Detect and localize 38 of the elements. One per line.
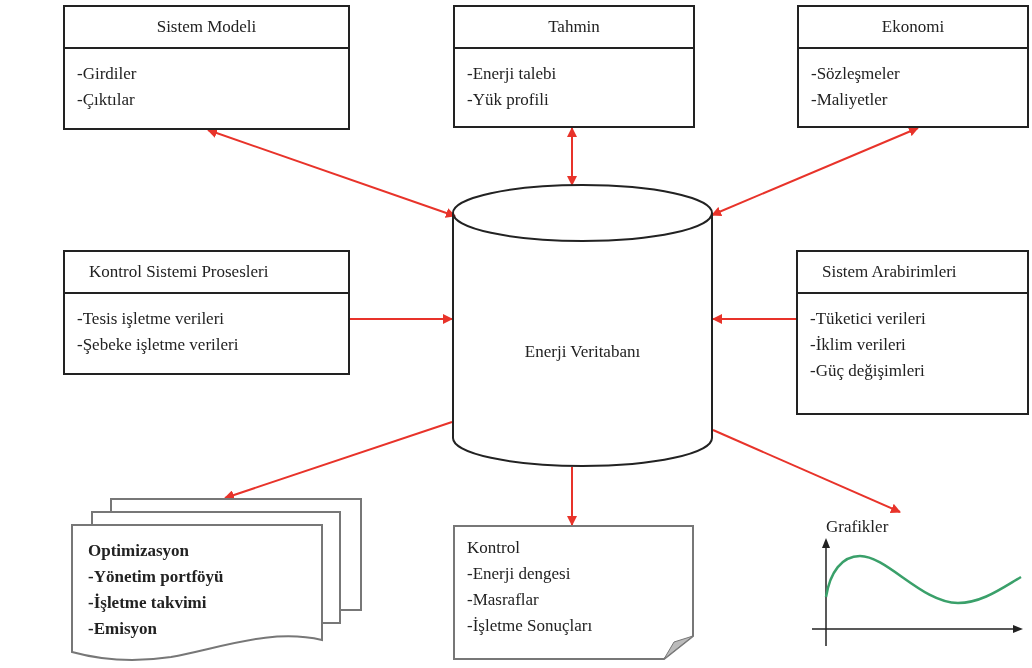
box-heading: Sistem Modeli — [156, 16, 257, 38]
list-item: -Sözleşmeler — [811, 63, 900, 85]
list-item: -Emisyon — [88, 618, 157, 640]
box-heading: Kontrol Sistemi Prosesleri — [89, 261, 269, 283]
list-item: -Maliyetler — [811, 89, 888, 111]
box-heading: Tahmin — [548, 16, 600, 38]
list-item: -Çıktılar — [77, 89, 135, 111]
list-item: -Tesis işletme verileri — [77, 308, 225, 330]
arrow — [712, 314, 797, 324]
list-item: -Güç değişimleri — [810, 360, 925, 382]
box-heading: Ekonomi — [881, 16, 945, 38]
list-item: -İşletme Sonuçları — [467, 615, 593, 637]
arrow — [711, 126, 919, 217]
list-item: -Yönetim portföyü — [88, 566, 224, 588]
module-box — [796, 250, 1029, 415]
chart-title: Grafikler — [826, 516, 889, 538]
list-item: -Enerji talebi — [467, 63, 557, 85]
list-item: -İşletme takvimi — [88, 592, 207, 614]
list-item: Optimizasyon — [88, 540, 190, 562]
arrow — [567, 466, 577, 526]
module-box — [63, 250, 350, 375]
list-item: -Tüketici verileri — [810, 308, 926, 330]
arrow — [224, 421, 453, 500]
arrow — [712, 429, 901, 513]
arrow — [349, 314, 453, 324]
box-heading: Sistem Arabirimleri — [822, 261, 957, 283]
list-item: -Girdiler — [77, 63, 137, 85]
list-item: -Enerji dengesi — [467, 563, 571, 585]
module-box — [797, 5, 1029, 128]
module-box — [63, 5, 350, 130]
list-item: -Masraflar — [467, 589, 539, 611]
database-label: Enerji Veritabanı — [524, 341, 641, 363]
list-item: Kontrol — [467, 537, 520, 559]
list-item: -İklim verileri — [810, 334, 906, 356]
arrow — [567, 127, 577, 186]
module-box — [453, 5, 695, 128]
list-item: -Şebeke işletme verileri — [77, 334, 239, 356]
list-item: -Yük profili — [467, 89, 549, 111]
